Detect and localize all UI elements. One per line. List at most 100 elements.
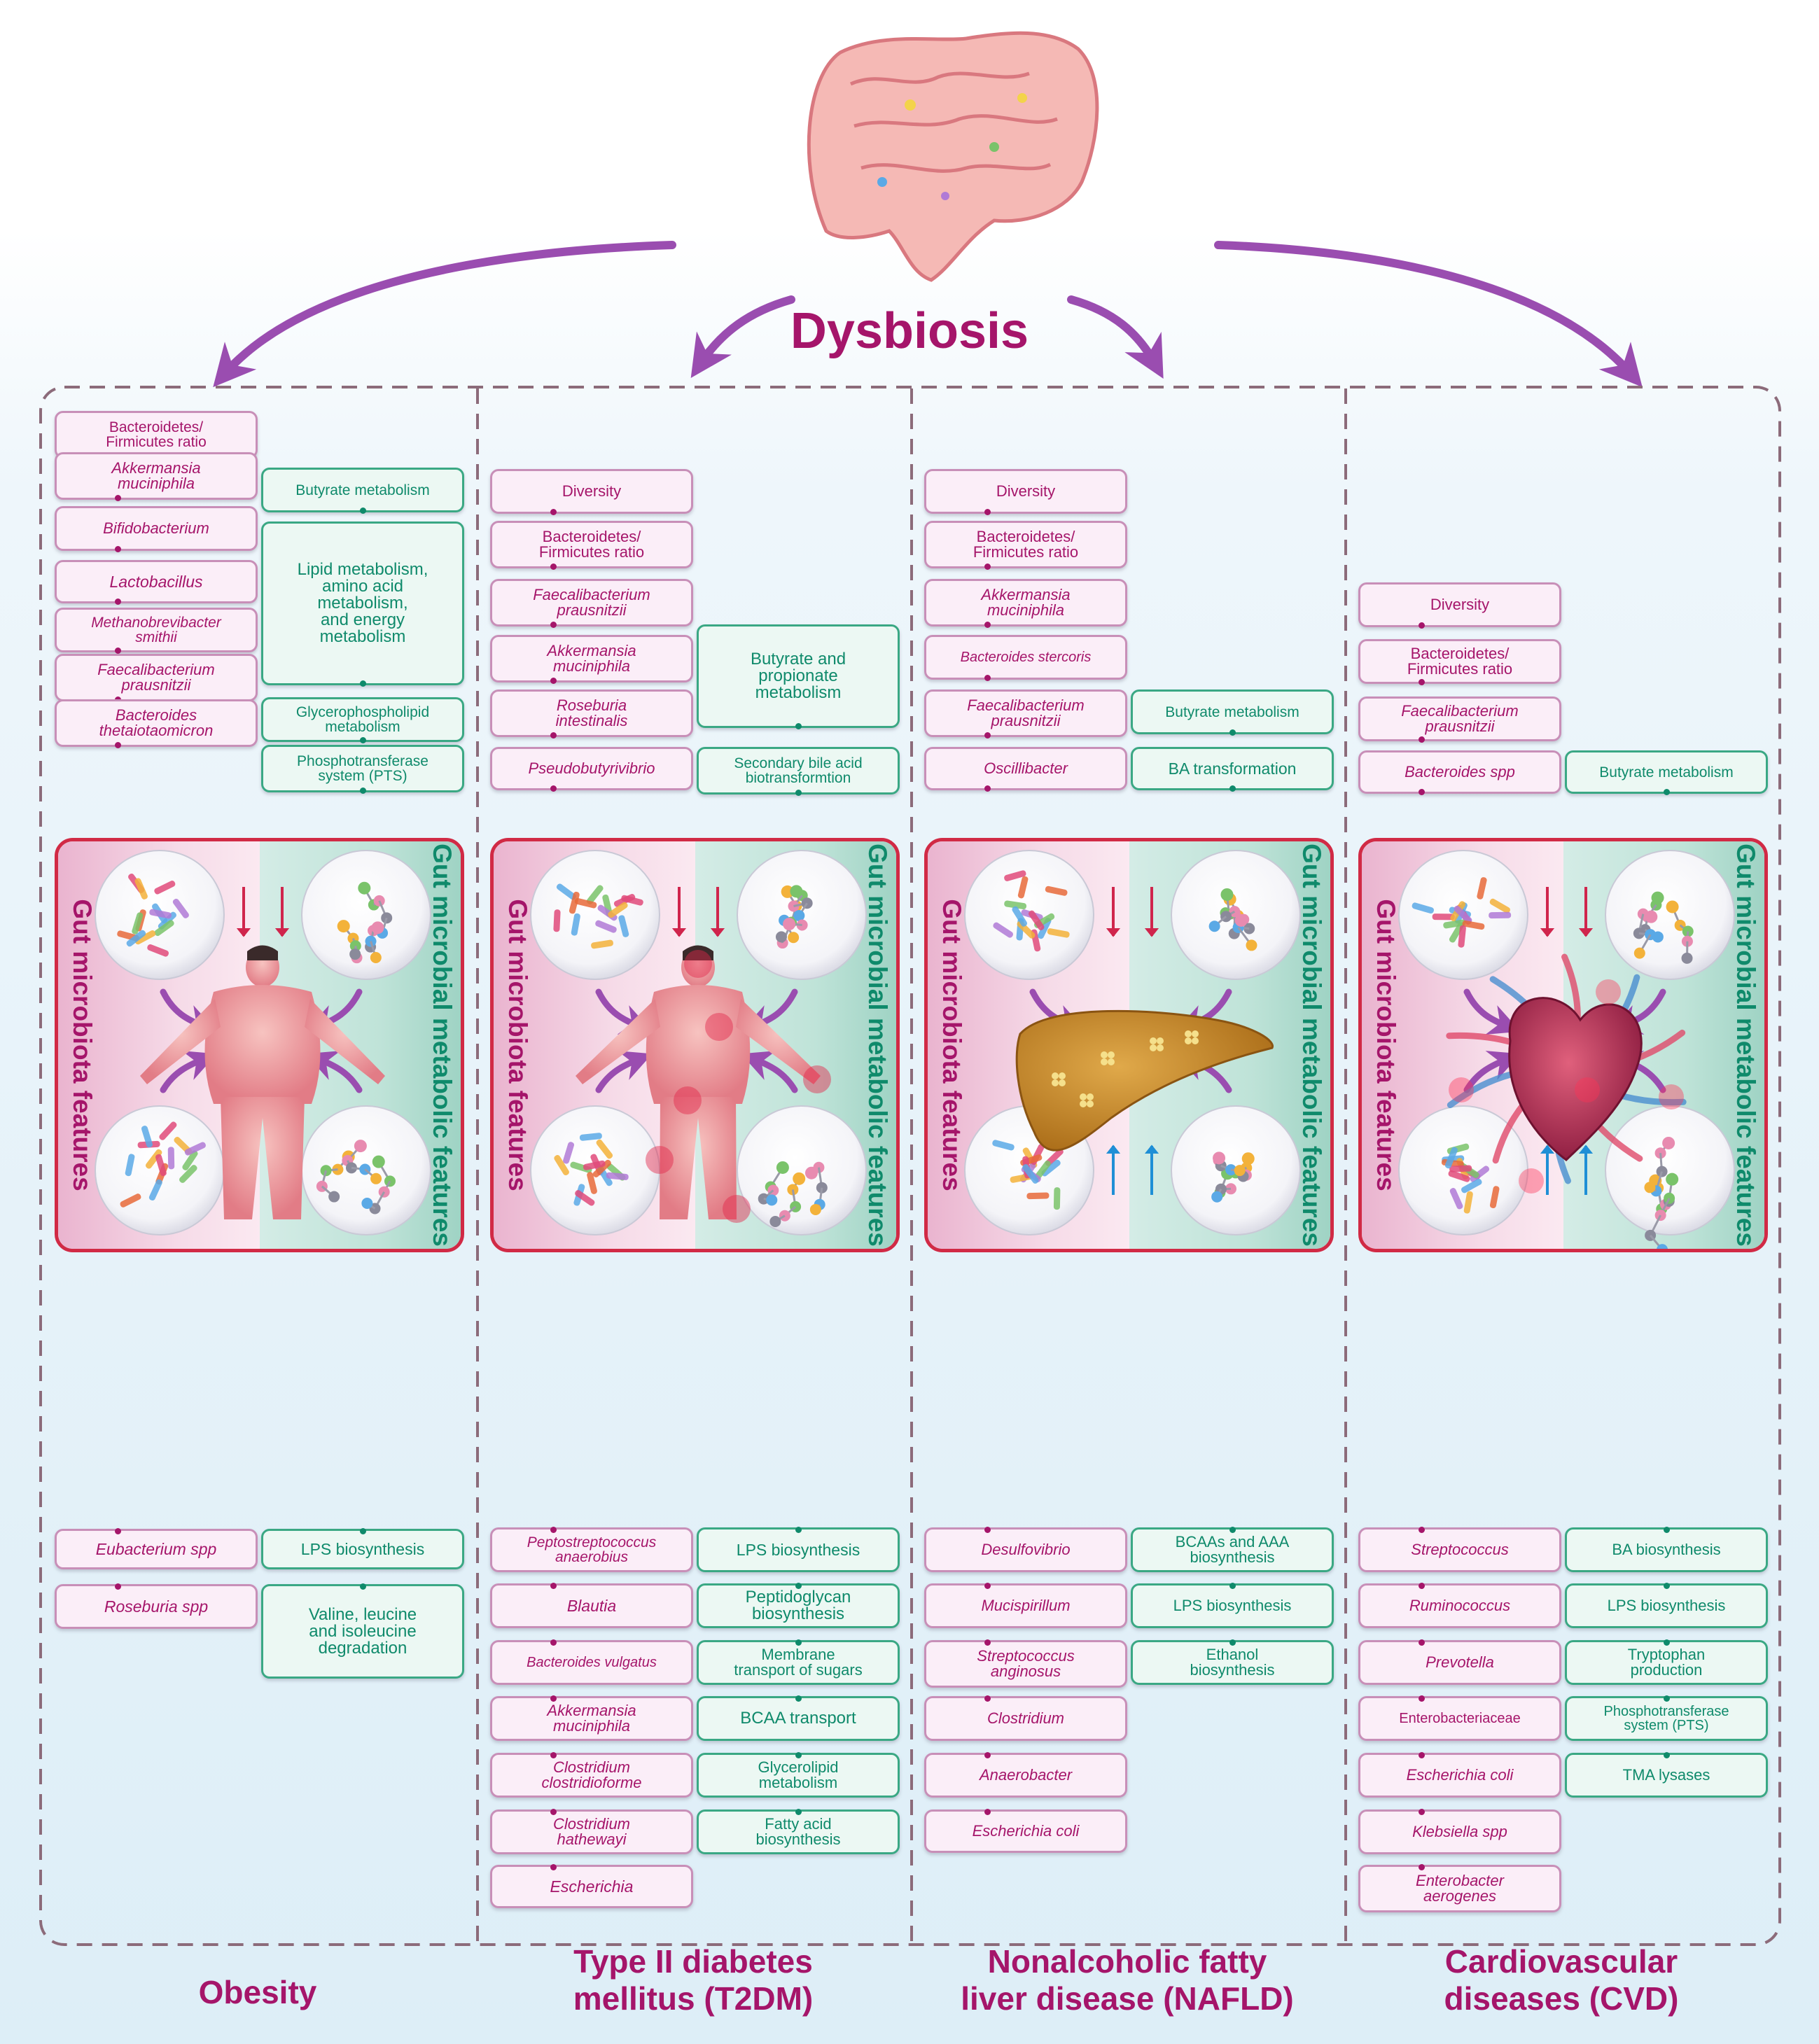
- microbiota-feature-box: Eubacterium spp: [55, 1529, 258, 1569]
- metabolite-bubble-icon: [1171, 1105, 1301, 1236]
- microbiota-feature-box-text: Blautia: [567, 1597, 616, 1614]
- box-line: Akkermansia: [547, 1702, 636, 1719]
- microbiota-feature-box-text: Eubacterium spp: [96, 1541, 217, 1558]
- connector-dot: [795, 1809, 802, 1815]
- metabolic-feature-box: Butyrate metabolism: [261, 468, 464, 512]
- obese-person-icon: [140, 945, 385, 1219]
- metabolic-feature-box-text: LPS biosynthesis: [301, 1541, 424, 1558]
- connector-dot: [360, 1528, 366, 1534]
- metabolic-feature-box: BCAA transport: [697, 1696, 900, 1741]
- microbiota-feature-box-text: Diversity: [562, 484, 621, 499]
- metabolic-feature-box-text: LPS biosynthesis: [737, 1541, 860, 1558]
- microbiota-feature-box-text: Bacteroidetes/Firmicutes ratio: [973, 529, 1078, 560]
- down-arrow-icon: [1540, 887, 1555, 937]
- box-line: and energy: [320, 610, 405, 629]
- microbiota-feature-box-text: Diversity: [996, 484, 1055, 499]
- microbiota-feature-box: Blautia: [490, 1583, 693, 1628]
- box-line: Butyrate metabolism: [295, 482, 430, 498]
- split-box-graphics: [964, 850, 1301, 1236]
- box-line: Firmicutes ratio: [1407, 660, 1513, 678]
- metabolite-bubble-icon: [1171, 850, 1301, 980]
- connector-dot: [360, 680, 366, 687]
- box-line: BA transformation: [1168, 759, 1297, 778]
- box-line: Peptostreptococcus: [527, 1534, 657, 1550]
- dysbiosis-arrows: [213, 241, 1643, 388]
- box-line: Glycerophospholipid: [295, 704, 430, 720]
- disease-label-line: Cardiovascular: [1444, 1943, 1678, 1980]
- connector-dot: [795, 1695, 802, 1702]
- connector-dot: [1419, 1809, 1425, 1815]
- microbe-bubble-icon: [1398, 850, 1528, 980]
- split-box-graphics: [95, 850, 431, 1236]
- box-line: Escherichia coli: [972, 1822, 1080, 1840]
- metabolite-bubble-icon: [1605, 850, 1735, 980]
- metabolic-features-label: Gut microbial metabolic features: [1731, 844, 1760, 1247]
- microbiota-feature-box: Klebsiella spp: [1358, 1809, 1561, 1854]
- curved-arrow-icon: [1463, 988, 1521, 1035]
- connector-dot: [1419, 1864, 1425, 1870]
- box-line: muciniphila: [552, 1717, 631, 1735]
- box-line: prausnitzii: [557, 601, 627, 619]
- connector-dot: [550, 1583, 557, 1589]
- box-line: TMA lysases: [1622, 1766, 1710, 1784]
- box-line: biosynthesis: [1190, 1548, 1275, 1566]
- box-line: amino acid: [321, 577, 404, 596]
- colon-icon: [807, 31, 1099, 282]
- curved-arrow-icon: [160, 1051, 217, 1093]
- connector-dot: [550, 1527, 557, 1533]
- microbe-bubble-icon: [530, 850, 660, 980]
- disease-label-line: Obesity: [198, 1974, 317, 2010]
- metabolic-feature-box: BA biosynthesis: [1565, 1527, 1768, 1572]
- down-arrow-icon: [236, 887, 251, 937]
- microbiota-feature-box-text: Roseburia spp: [104, 1598, 208, 1615]
- microbiota-feature-box: Ruminococcus: [1358, 1583, 1561, 1628]
- box-line: Bifidobacterium: [103, 519, 209, 537]
- box-line: Escherichia: [550, 1877, 634, 1896]
- microbiota-feature-box-text: Bacteroides stercoris: [961, 650, 1092, 664]
- connector-dot: [550, 1695, 557, 1702]
- connector-dot: [1229, 1527, 1236, 1533]
- liver-icon: [1015, 1009, 1274, 1152]
- box-line: Diversity: [1430, 596, 1490, 613]
- box-line: BCAAs and AAA: [1175, 1533, 1290, 1550]
- microbiota-feature-box-text: Bacteroidetes/Firmicutes ratio: [106, 420, 207, 449]
- down-arrow-icon: [671, 887, 687, 937]
- down-arrow-icon: [274, 887, 290, 937]
- connector-dot: [795, 1639, 802, 1646]
- metabolic-feature-box-text: BCAA transport: [740, 1710, 856, 1727]
- connector-dot: [1419, 679, 1425, 685]
- box-line: propionate: [758, 666, 838, 685]
- box-line: Membrane: [761, 1646, 835, 1663]
- box-line: system (PTS): [318, 768, 407, 784]
- box-line: Oscillibacter: [984, 760, 1068, 777]
- down-arrow-icon: [710, 887, 725, 937]
- box-line: Escherichia coli: [1406, 1766, 1514, 1784]
- microbiota-feature-box-text: Escherichia: [550, 1877, 634, 1896]
- box-line: metabolism,: [317, 594, 408, 612]
- connector-dot: [1419, 736, 1425, 743]
- connector-dot: [984, 1639, 991, 1646]
- connector-dot: [550, 1752, 557, 1758]
- metabolic-feature-box-text: Butyrate metabolism: [295, 483, 429, 498]
- box-line: Klebsiella spp: [1412, 1823, 1507, 1840]
- box-line: Diversity: [562, 482, 622, 500]
